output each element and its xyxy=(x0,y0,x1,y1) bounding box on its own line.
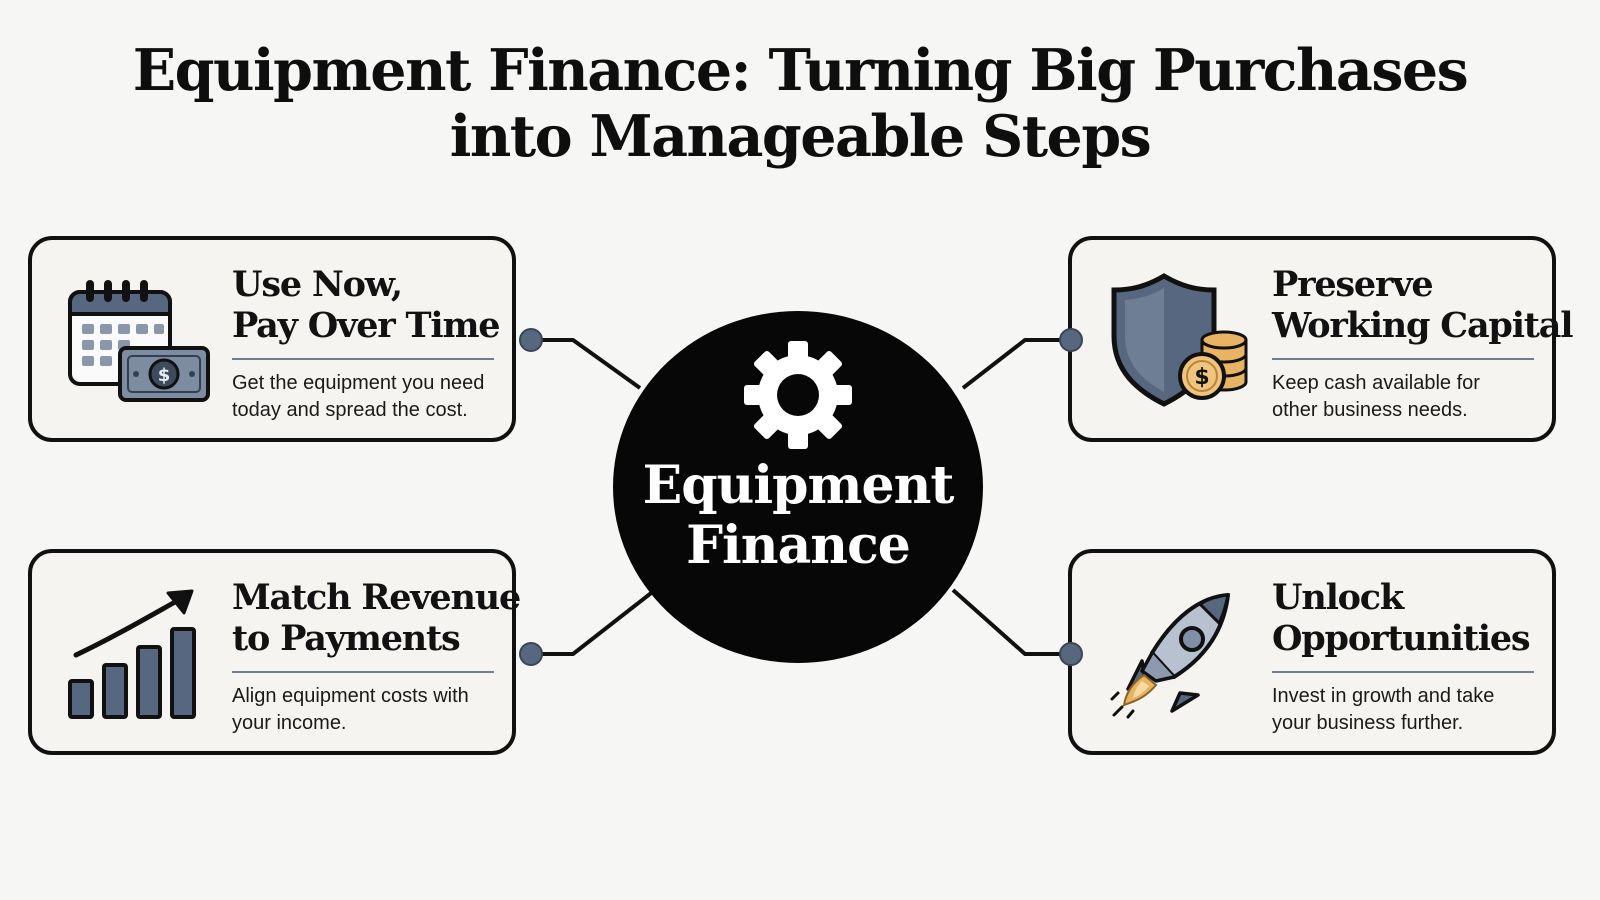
card-description: Keep cash available for other business n… xyxy=(1272,372,1480,421)
card-description: Get the equipment you need today and spr… xyxy=(232,372,485,421)
growth-chart-icon xyxy=(68,589,196,719)
connector-bottom-right xyxy=(951,588,1071,656)
connector-top-left xyxy=(531,338,642,390)
divider xyxy=(232,671,494,673)
card-description: Invest in growth and take your business … xyxy=(1272,685,1495,734)
card-heading: Match Revenue to Payments xyxy=(232,577,521,659)
title-line-2: into Manageable Steps xyxy=(449,103,1152,170)
card-heading: Unlock Opportunities xyxy=(1272,577,1531,659)
calendar-cash-icon: $ xyxy=(68,280,210,402)
hub-label: Equipment Finance xyxy=(642,455,955,576)
card-use-now-pay-over-time: $ Use Now, Pay Over Time Get the equipme… xyxy=(28,236,516,442)
card-match-revenue-to-payments: Match Revenue to Payments Align equipmen… xyxy=(28,549,521,755)
connector-dot xyxy=(519,642,543,666)
title-line-1: Equipment Finance: Turning Big Purchases xyxy=(132,37,1469,104)
svg-text:$: $ xyxy=(1194,365,1209,390)
svg-text:$: $ xyxy=(158,365,171,386)
card-preserve-working-capital: $ Preserve Working Capital Keep cash ava… xyxy=(1068,236,1574,442)
rocket-icon xyxy=(1110,593,1230,719)
central-hub: Equipment Finance xyxy=(613,311,983,663)
card-heading: Use Now, Pay Over Time xyxy=(232,264,501,346)
shield-coins-icon: $ xyxy=(1111,273,1248,407)
divider xyxy=(1272,671,1534,673)
gear-icon xyxy=(744,341,852,449)
connector-bottom-left xyxy=(531,588,657,656)
divider xyxy=(1272,358,1534,360)
connector-dot xyxy=(1059,642,1083,666)
connector-dot xyxy=(1059,328,1083,352)
connector-top-right xyxy=(961,338,1071,390)
connector-dot xyxy=(519,328,543,352)
card-description: Align equipment costs with your income. xyxy=(232,685,469,734)
divider xyxy=(232,358,494,360)
page-title: Equipment Finance: Turning Big Purchases… xyxy=(0,38,1600,170)
card-heading: Preserve Working Capital xyxy=(1272,264,1574,346)
